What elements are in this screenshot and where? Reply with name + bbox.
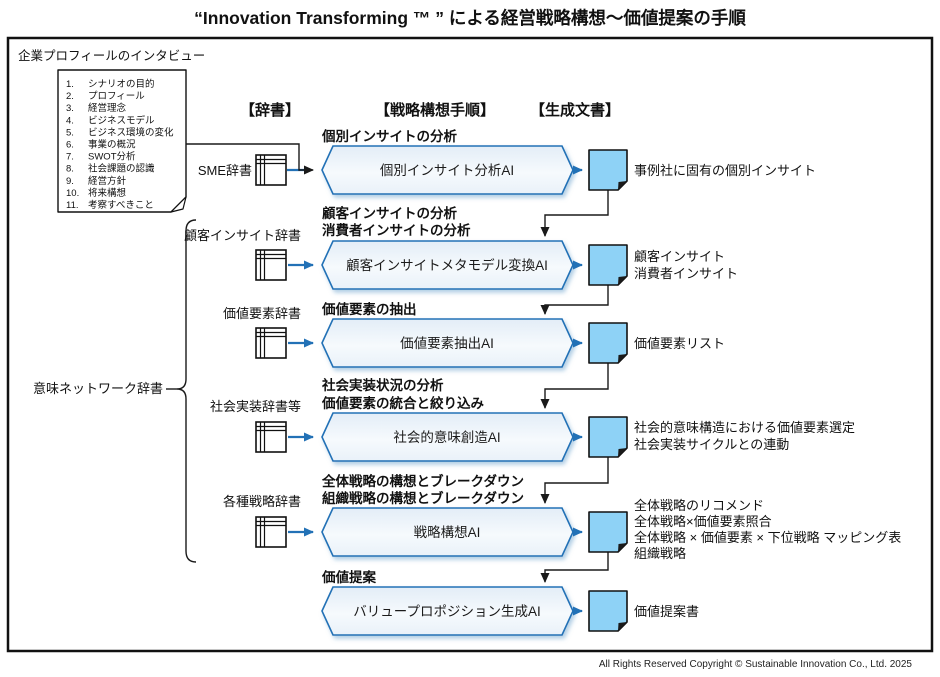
outer-frame: [6, 36, 934, 653]
dictionary-icon: [255, 516, 287, 548]
list-item: SWOT分析: [88, 151, 136, 163]
list-item: 経営方針: [88, 175, 127, 187]
interview-list-document: 1. シナリオの目的 2. プロフィール 3. 経営理念 4. ビジネスモデル 5. ビジ…: [57, 69, 187, 213]
curly-brace: [176, 219, 197, 563]
output-label: 社会実装サイクルとの連動: [634, 437, 789, 452]
list-item: 将来構想: [88, 187, 127, 199]
output-label: 事例社に固有の個別インサイト: [634, 163, 816, 178]
list-item-number: 7.: [66, 152, 74, 163]
list-item-number: 8.: [66, 164, 74, 175]
list-item-number: 6.: [66, 140, 74, 151]
document-icon: [588, 416, 628, 458]
ai-label: 社会的意味創造AI: [393, 429, 500, 445]
feedback-connector: [540, 457, 609, 504]
output-label: 組織戦略: [634, 546, 686, 561]
interview-connector: [186, 143, 314, 175]
feedback-connector: [540, 190, 609, 237]
process-row: 価値要素辞書 価値要素の抽出 価値要素抽出AI 価値要素リスト: [223, 301, 725, 368]
list-item-number: 4.: [66, 115, 74, 126]
feedback-connector: [540, 552, 609, 583]
process-row: 各種戦略辞書 全体戦略の構想とブレークダウン 組織戦略の構想とブレークダウン 戦…: [223, 473, 901, 561]
step-title: 全体戦略の構想とブレークダウン: [321, 473, 524, 489]
dictionary-label: 価値要素辞書: [223, 306, 301, 321]
output-label: 社会的意味構造における価値要素選定: [634, 420, 855, 435]
feedback-connector: [540, 285, 609, 315]
column-header-dictionary: 【辞書】: [240, 101, 300, 119]
dictionary-icon: [255, 327, 287, 359]
folded-corner-icon: [170, 196, 187, 213]
list-item: 経営理念: [88, 102, 127, 114]
copyright-footer: All Rights Reserved Copyright © Sustaina…: [599, 659, 913, 670]
column-header-documents: 【生成文書】: [530, 101, 620, 119]
document-icon: [588, 244, 628, 286]
dictionary-label: SME辞書: [198, 163, 252, 178]
output-label: 全体戦略×価値要素照合: [634, 514, 772, 529]
output-label: 価値提案書: [634, 604, 699, 619]
process-row: 価値提案 バリュープロポジション生成AI 価値提案書: [321, 569, 699, 636]
list-item-number: 3.: [66, 103, 74, 114]
output-label: 顧客インサイト: [634, 249, 725, 264]
step-title: 個別インサイトの分析: [321, 128, 457, 144]
dictionary-icon: [255, 421, 287, 453]
document-icon: [588, 590, 628, 632]
list-item-number: 9.: [66, 176, 74, 187]
document-icon: [588, 149, 628, 191]
output-label: 価値要素リスト: [634, 336, 725, 351]
list-item-number: 2.: [66, 91, 74, 102]
list-item-number: 1.: [66, 79, 74, 90]
dictionary-label: 各種戦略辞書: [223, 494, 301, 509]
column-header-procedure: 【戦略構想手順】: [375, 101, 495, 119]
step-title: 社会実装状況の分析: [321, 377, 444, 393]
output-label: 消費者インサイト: [634, 266, 738, 281]
list-item: プロフィール: [88, 91, 145, 102]
list-item: 事業の概況: [88, 139, 136, 151]
ai-label: 顧客インサイトメタモデル変換AI: [346, 257, 548, 273]
dictionary-label: 顧客インサイト辞書: [184, 228, 301, 243]
document-icon: [588, 511, 628, 553]
list-item: 社会課題の認識: [88, 163, 155, 175]
step-title: 顧客インサイトの分析: [322, 205, 457, 221]
document-icon: [588, 322, 628, 364]
step-title: 価値提案: [321, 569, 376, 585]
semantic-dictionary-label: 意味ネットワーク辞書: [33, 381, 163, 396]
list-item: ビジネス環境の変化: [88, 126, 174, 138]
step-title: 消費者インサイトの分析: [322, 222, 471, 238]
process-row: 顧客インサイト辞書 顧客インサイトの分析 消費者インサイトの分析 顧客インサイト…: [184, 205, 738, 290]
list-item: 考察すべきこと: [88, 199, 154, 211]
list-item-number: 11.: [66, 200, 79, 211]
output-label: 全体戦略 × 価値要素 × 下位戦略 マッピング表: [634, 530, 901, 545]
list-item: シナリオの目的: [88, 78, 155, 90]
process-row: SME辞書 個別インサイトの分析 個別インサイト分析AI 事例社に固有の個別イン…: [198, 128, 816, 195]
list-item-number: 5.: [66, 127, 74, 138]
list-item: ビジネスモデル: [88, 114, 155, 126]
page-title: “Innovation Transforming ™ ” による経営戦略構想～価…: [194, 8, 746, 28]
ai-label: バリュープロポジション生成AI: [353, 604, 540, 619]
output-label: 全体戦略のリコメンド: [634, 498, 764, 513]
step-title: 組織戦略の構想とブレークダウン: [322, 490, 524, 506]
step-title: 価値要素の抽出: [321, 301, 417, 317]
step-title: 価値要素の統合と絞り込み: [321, 395, 484, 411]
dictionary-icon: [255, 249, 287, 281]
interview-section-label: 企業プロフィールのインタビュー: [18, 48, 205, 63]
semantic-dictionary-group: 意味ネットワーク辞書: [33, 219, 197, 563]
ai-label: 戦略構想AI: [414, 525, 481, 540]
dictionary-icon: [255, 154, 287, 186]
process-row: 社会実装辞書等 社会実装状況の分析 価値要素の統合と絞り込み 社会的意味創造AI…: [210, 377, 855, 462]
feedback-connector: [540, 363, 609, 409]
interview-items: 1. シナリオの目的 2. プロフィール 3. 経営理念 4. ビジネスモデル 5. ビジ…: [66, 78, 174, 211]
dictionary-label: 社会実装辞書等: [210, 399, 301, 414]
ai-label: 個別インサイト分析AI: [380, 163, 514, 178]
ai-label: 価値要素抽出AI: [400, 336, 494, 351]
list-item-number: 10.: [66, 188, 79, 199]
